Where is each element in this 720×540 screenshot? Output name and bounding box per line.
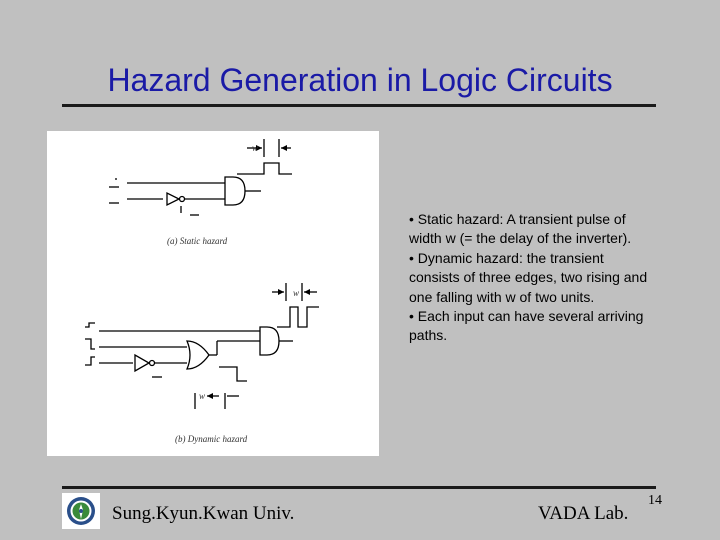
dynamic-hazard-caption: (b) Dynamic hazard	[175, 434, 248, 444]
footer-lab: VADA Lab.	[538, 503, 629, 524]
footer-university: Sung.Kyun.Kwan Univ.	[112, 503, 295, 524]
university-seal-icon	[62, 493, 100, 529]
page-number: 14	[648, 493, 662, 508]
footer-rule	[62, 486, 656, 489]
input-w-label: w	[199, 391, 205, 401]
university-logo	[62, 493, 100, 529]
static-hazard-w-label: w	[252, 143, 258, 153]
dynamic-hazard-w-label: w	[293, 288, 299, 298]
hazard-circuit-figure: w w w (a) Static hazard (b) Dynamic haza…	[47, 131, 379, 456]
title-underline	[62, 104, 656, 107]
bullet-static-hazard: • Static hazard: A transient pulse of wi…	[409, 211, 632, 247]
bullet-dynamic-hazard: • Dynamic hazard: the transient consists…	[409, 249, 648, 305]
slide-title: Hazard Generation in Logic Circuits	[107, 62, 613, 98]
bullet-list: • Static hazard: A transient pulse of wi…	[409, 210, 649, 346]
static-hazard-caption: (a) Static hazard	[167, 236, 228, 246]
circuit-diagram-svg: w w w (a) Static hazard (b) Dynamic haza…	[85, 139, 319, 444]
bullet-arriving-paths: • Each input can have several arriving p…	[409, 308, 644, 344]
